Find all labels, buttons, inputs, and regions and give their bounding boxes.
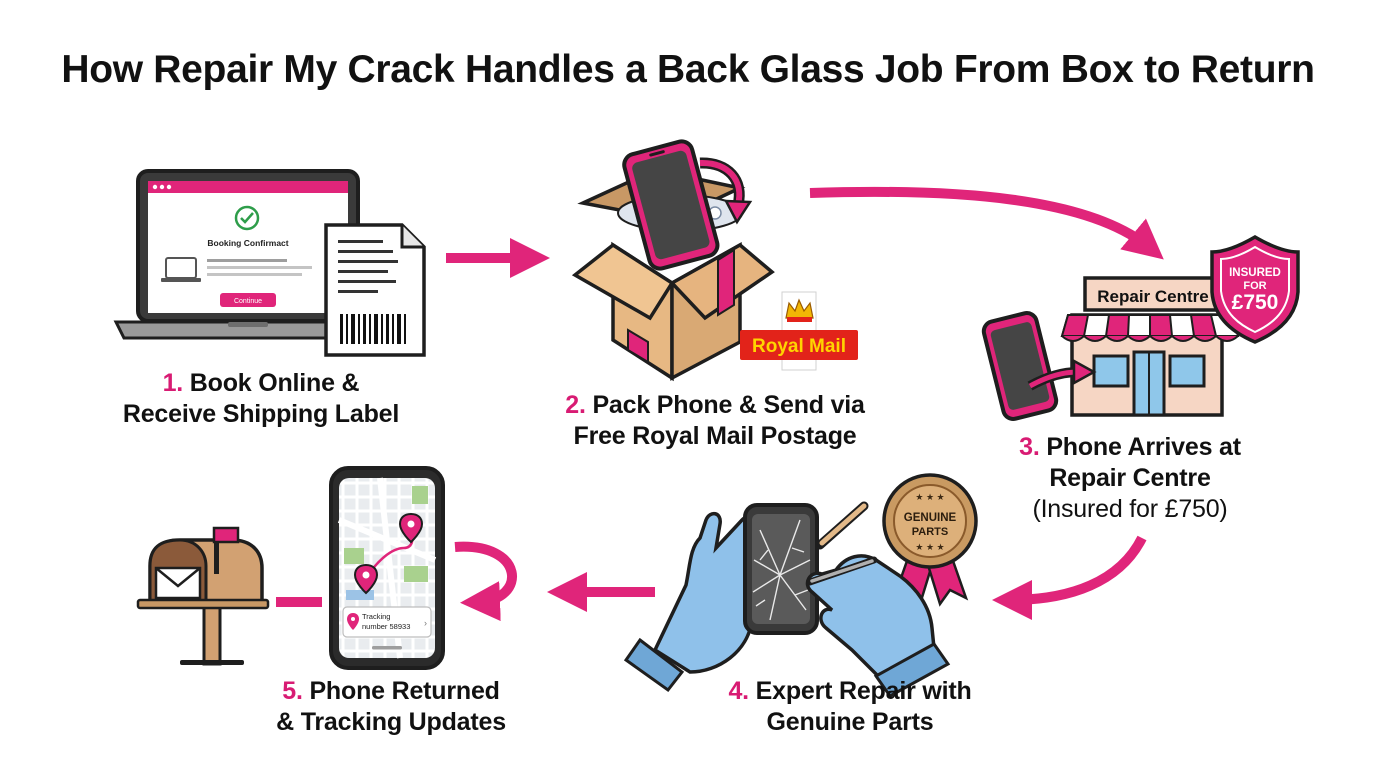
- step-5-number: 5.: [282, 677, 303, 705]
- step-3-line2: Repair Centre: [1049, 464, 1211, 492]
- step-2-line2: Free Royal Mail Postage: [573, 422, 857, 450]
- step-3-line1: Phone Arrives at: [1046, 433, 1241, 461]
- check-circle-icon: [234, 205, 260, 231]
- step-1-line2: Receive Shipping Label: [122, 400, 400, 428]
- insured-shield-icon: INSURED FOR £750: [1210, 234, 1300, 344]
- map-pin-icon: [398, 512, 424, 544]
- screen-heading: Booking Confirmact: [207, 238, 288, 248]
- chevron-right-icon: ›: [424, 618, 427, 628]
- flow-arrow-2-to-3: [809, 186, 1164, 260]
- step-4-line2: Genuine Parts: [766, 708, 934, 736]
- badge-star: ★ ★ ★: [915, 542, 944, 552]
- repair-centre-sign: Repair Centre: [1097, 287, 1208, 306]
- diagram-title: How Repair My Crack Handles a Back Glass…: [61, 48, 1315, 91]
- tracking-label: Tracking: [362, 612, 390, 621]
- spudger-pen-icon: [815, 501, 869, 550]
- step-1-label: 1. Book Online & Receive Shipping Label: [96, 368, 426, 430]
- step-5-line1: Phone Returned: [309, 677, 500, 705]
- step-3-label: 3. Phone Arrives at Repair Centre (Insur…: [990, 432, 1270, 525]
- map-pin-icon: [353, 563, 379, 595]
- step-3-line3: (Insured for £750): [1032, 495, 1228, 523]
- step-2-number: 2.: [565, 391, 586, 419]
- barcode-icon: [340, 314, 406, 344]
- royal-mail-logo: Royal Mail: [740, 291, 858, 371]
- cardboard-box-icon: [571, 139, 775, 382]
- screen-continue-button: Continue: [234, 298, 262, 305]
- pry-tool-icon: [806, 556, 878, 586]
- royal-mail-text: Royal Mail: [752, 336, 846, 357]
- crown-icon: [785, 298, 814, 322]
- step-2-line1: Pack Phone & Send via: [592, 391, 865, 419]
- shipping-label-icon: [324, 223, 426, 357]
- flow-arrow-3-to-4: [992, 535, 1147, 620]
- crack-lines: [752, 519, 811, 621]
- phone-icon: [981, 311, 1059, 421]
- badge-parts-text: PARTS: [912, 526, 948, 538]
- flow-arrow-return-loop: [454, 541, 517, 622]
- shield-insured-text: INSURED: [1229, 267, 1281, 279]
- repair-centre-building-icon: Repair Centre: [1060, 276, 1240, 417]
- step-2-label: 2. Pack Phone & Send via Free Royal Mail…: [530, 390, 900, 452]
- step-5-line2: & Tracking Updates: [276, 708, 506, 736]
- left-glove-icon: [623, 511, 763, 693]
- envelope-icon: [154, 566, 202, 600]
- step-1-number: 1.: [162, 369, 184, 397]
- shop-awning: [1060, 314, 1240, 337]
- tracking-phone-icon: Tracking number 58933 ›: [329, 466, 445, 670]
- step-4-number: 4.: [728, 677, 749, 705]
- step-5-label: 5. Phone Returned & Tracking Updates: [236, 676, 546, 738]
- badge-star: ★ ★ ★: [915, 492, 944, 502]
- shield-amount-text: £750: [1232, 291, 1279, 314]
- mailbox-icon: [136, 526, 270, 666]
- step-3-number: 3.: [1019, 433, 1040, 461]
- tracking-pin-icon: [347, 613, 359, 630]
- shield-for-text: FOR: [1243, 280, 1266, 292]
- tracking-number: number 58933: [362, 622, 410, 631]
- step-4-label: 4. Expert Repair with Genuine Parts: [690, 676, 1010, 738]
- badge-genuine-text: GENUINE: [904, 512, 957, 524]
- step-4-line1: Expert Repair with: [755, 677, 972, 705]
- phone-icon: [622, 139, 720, 271]
- cracked-phone-icon: [743, 503, 819, 635]
- step-1-line1: Book Online &: [189, 369, 360, 397]
